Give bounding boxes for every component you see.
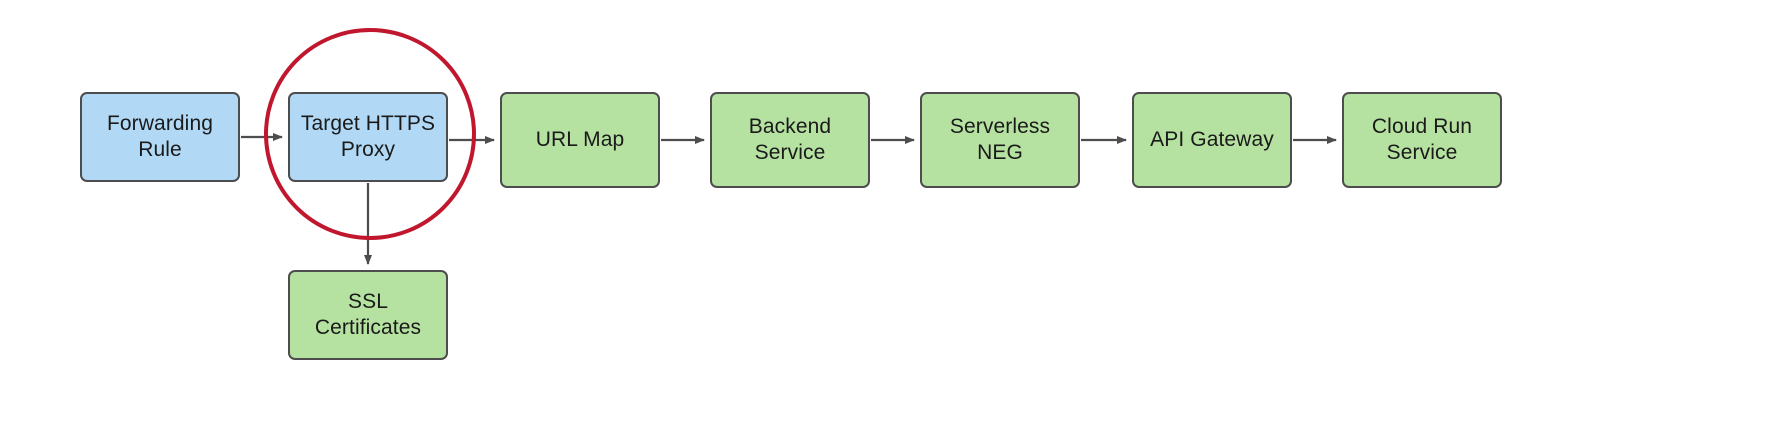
node-label-target-https-proxy: Target HTTPS Proxy <box>300 111 436 161</box>
node-label-api-gateway: API Gateway <box>1150 127 1274 151</box>
node-url-map[interactable]: URL Map <box>500 92 660 188</box>
node-cloud-run-service[interactable]: Cloud Run Service <box>1342 92 1502 188</box>
node-label-url-map: URL Map <box>535 127 625 151</box>
node-ssl-certificates[interactable]: SSL Certificates <box>288 270 448 360</box>
node-label-cloud-run-service: Cloud Run Service <box>1371 114 1473 164</box>
node-target-https-proxy[interactable]: Target HTTPS Proxy <box>288 92 448 182</box>
edge-group <box>241 133 1337 265</box>
node-label-backend-service: Backend Service <box>748 114 832 164</box>
node-serverless-neg[interactable]: Serverless NEG <box>920 92 1080 188</box>
node-label-ssl-certificates: SSL Certificates <box>314 289 422 339</box>
node-backend-service[interactable]: Backend Service <box>710 92 870 188</box>
node-label-forwarding-rule: Forwarding Rule <box>106 111 214 161</box>
node-api-gateway[interactable]: API Gateway <box>1132 92 1292 188</box>
node-label-serverless-neg: Serverless NEG <box>949 114 1051 164</box>
node-forwarding-rule[interactable]: Forwarding Rule <box>80 92 240 182</box>
